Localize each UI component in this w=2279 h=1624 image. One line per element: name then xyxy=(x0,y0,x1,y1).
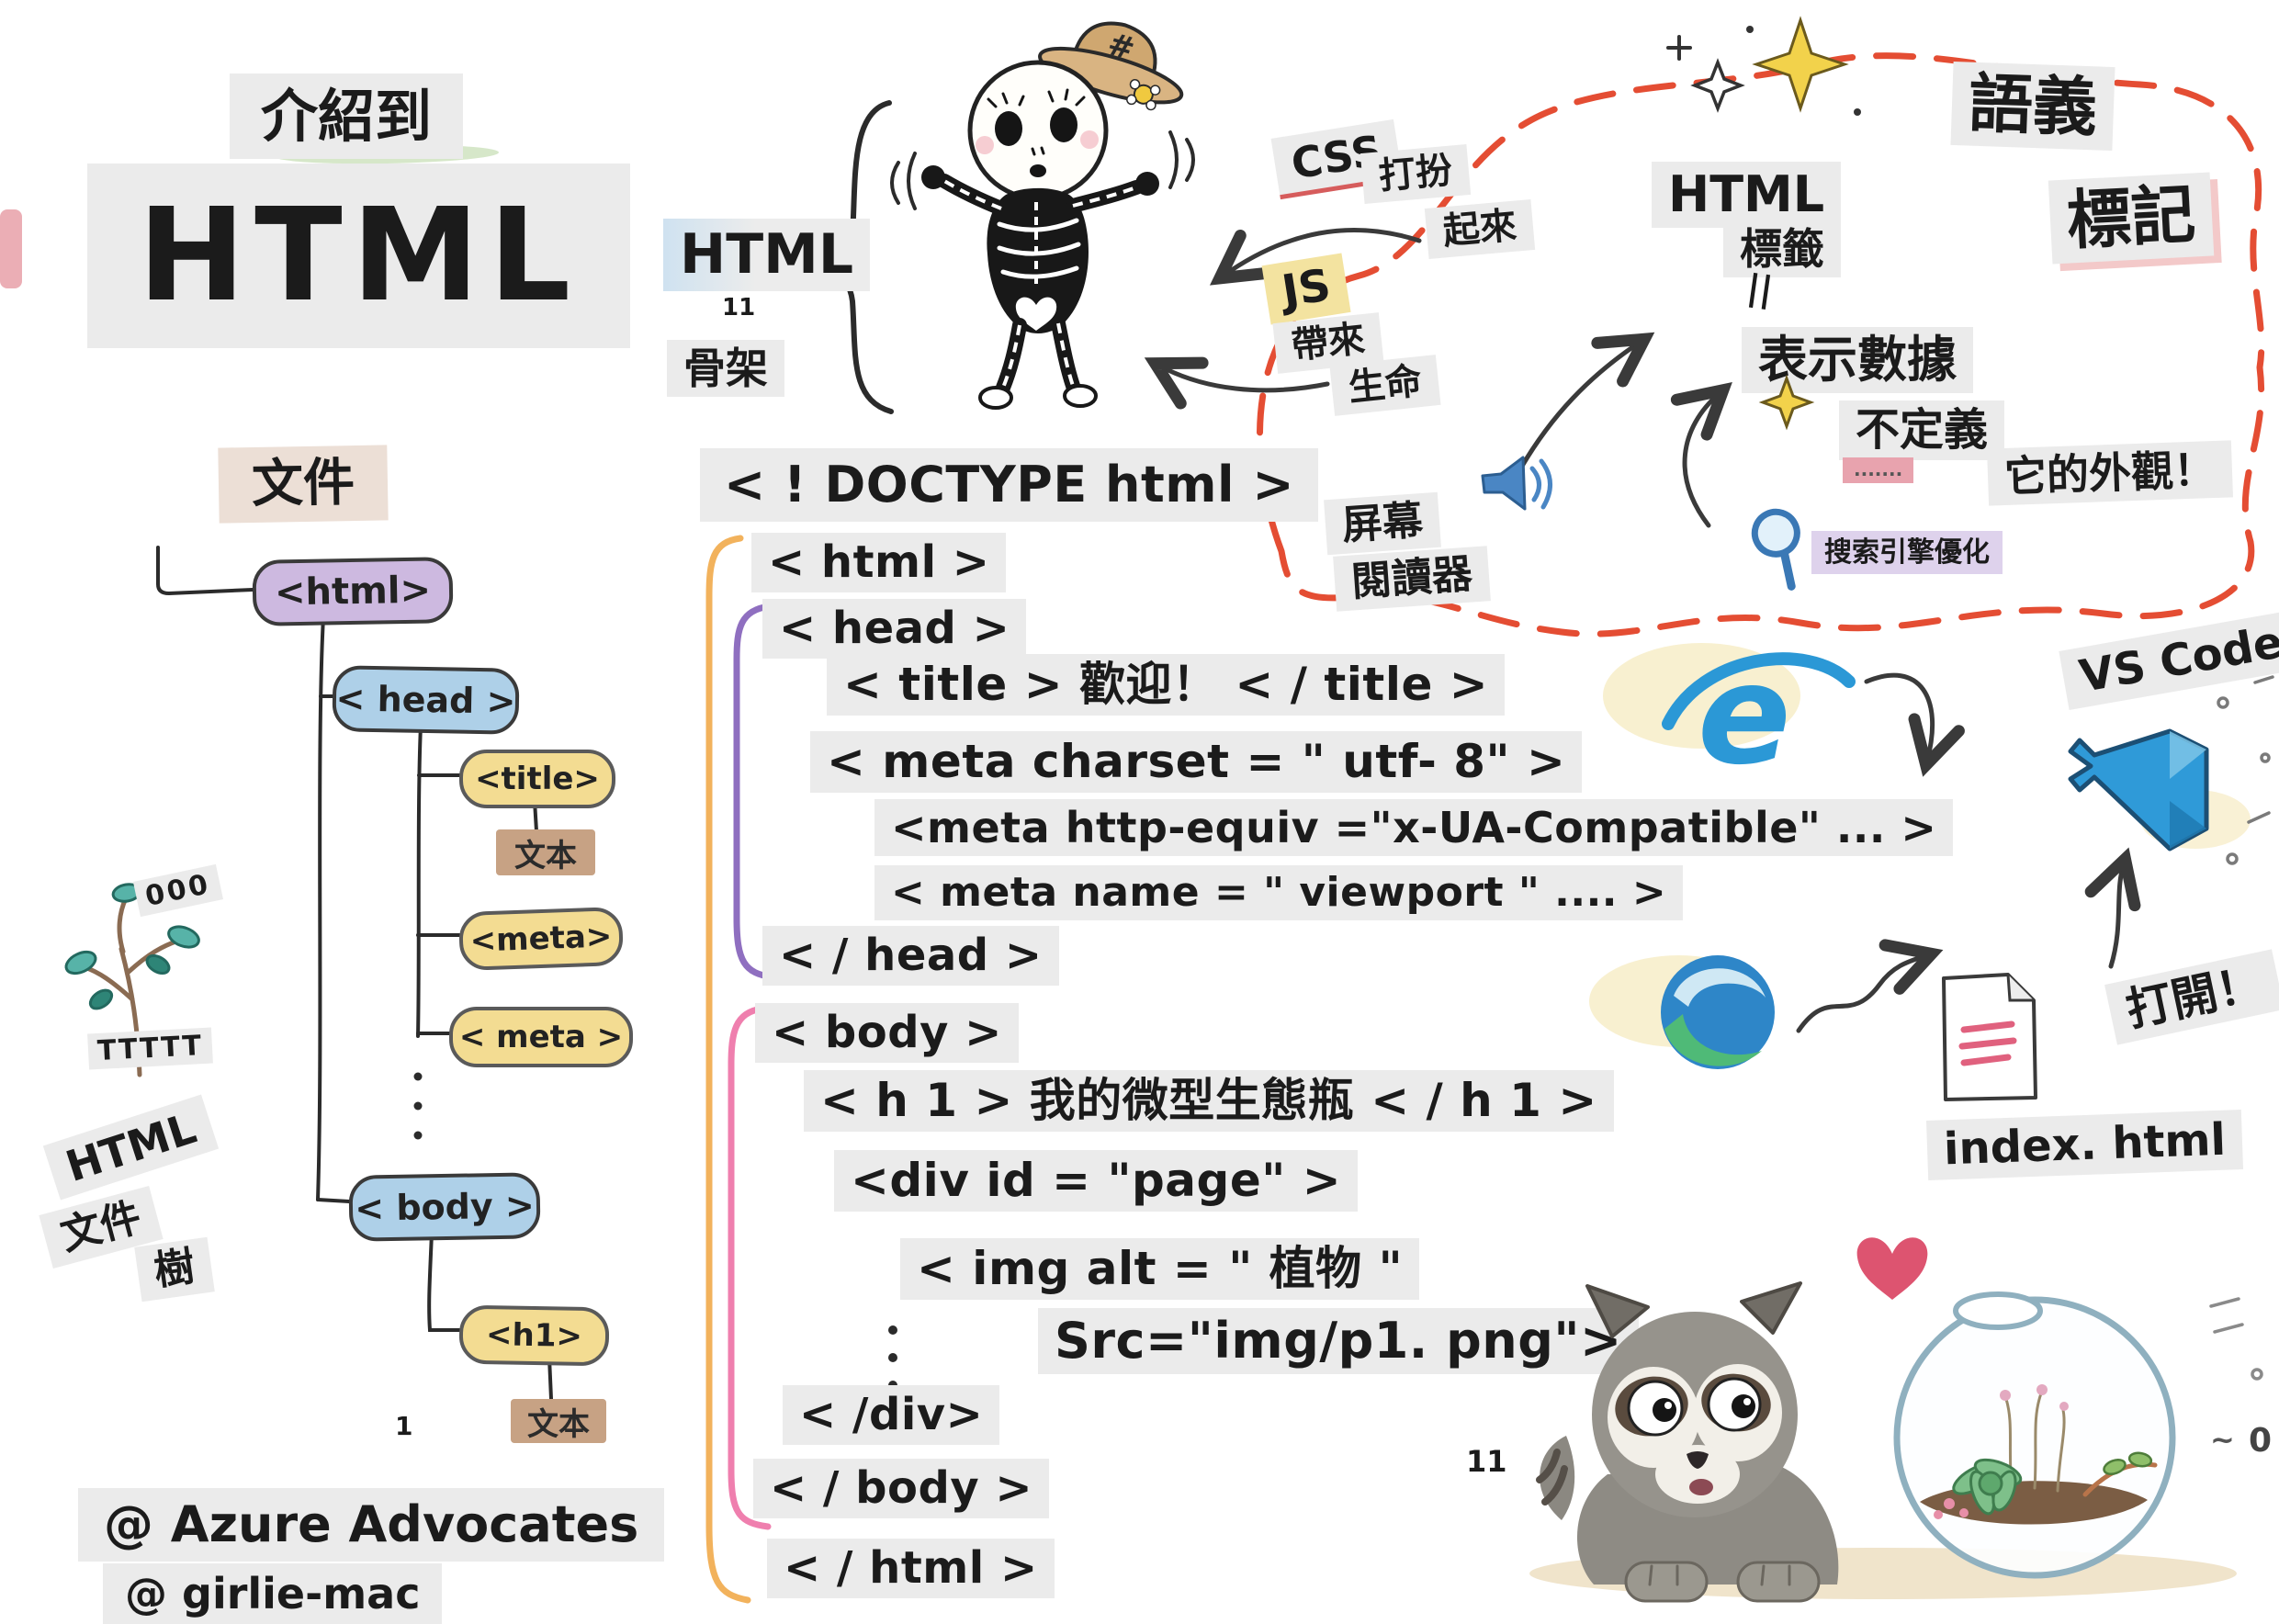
credit-girlie-mac: @ girlie-mac xyxy=(103,1563,443,1624)
code-line: < title > 歡迎！ < / title > xyxy=(827,654,1506,716)
css-word2: 起來 xyxy=(1424,199,1536,260)
semantic-outline xyxy=(1257,52,2265,637)
code-line: <div id = "page" > xyxy=(834,1150,1359,1212)
represents-data-label: 表示數據 xyxy=(1742,327,1973,393)
tree-connectors xyxy=(156,546,553,1401)
sparkle-marks xyxy=(2217,675,2274,865)
vscode-icon xyxy=(2068,728,2209,851)
semantic-tag-label: 標籤 xyxy=(1723,220,1841,278)
ellipsis-dots-tree xyxy=(413,1072,423,1140)
code-line: < head > xyxy=(762,599,1027,659)
paint-smudge xyxy=(0,209,22,288)
tree-node-head: < head > xyxy=(332,665,520,735)
skeleton-bone-label: 骨架 xyxy=(667,340,784,398)
seo-label: 搜索引擎優化 xyxy=(1811,531,2003,575)
stray-tilde: ~ xyxy=(2210,1422,2235,1457)
code-line: < html > xyxy=(751,533,1007,592)
raccoon-terrarium-illustration xyxy=(1529,1237,2237,1603)
filename-label: index. html xyxy=(1925,1110,2244,1180)
heart-icon xyxy=(1856,1237,1928,1300)
html-scope-bracket xyxy=(705,535,751,1604)
code-line: Src="img/p1. png"> xyxy=(1038,1308,1639,1374)
star-icon xyxy=(1758,374,1815,431)
sparkle-marks xyxy=(2209,1297,2263,1381)
arrow-file-to-vscode xyxy=(2084,847,2141,969)
terrarium xyxy=(1893,1291,2176,1579)
tree-stray-number: 1 xyxy=(395,1411,413,1441)
code-line: < / head > xyxy=(762,926,1059,986)
speaker-icon xyxy=(1481,456,1552,511)
raccoon xyxy=(1536,1281,1839,1603)
ellipsis-dots-code xyxy=(888,1325,897,1390)
tree-title: 文件 xyxy=(218,445,389,524)
html-file-icon xyxy=(1942,973,2037,1101)
appearance-label: 它的外觀！ xyxy=(1986,440,2234,506)
tree-node-title: <title> xyxy=(459,750,615,808)
tree-node-body: < body > xyxy=(348,1172,541,1242)
pink-dots-mark: ....... xyxy=(1843,457,1914,483)
tree-node-text2: 文本 xyxy=(511,1399,606,1443)
tree-node-meta1: <meta> xyxy=(457,906,625,972)
js-label: JS xyxy=(1261,253,1351,325)
code-line: <meta http-equiv ="x-UA-Compatible" ... … xyxy=(874,799,1954,857)
code-line: < img alt = " 植物 " xyxy=(900,1238,1420,1300)
skeleton-illustration: # xyxy=(890,21,1195,410)
arrow-css-to-skeleton xyxy=(1209,228,1422,286)
arrow-js-to-skeleton xyxy=(1144,356,1330,410)
tree-node-html: <html> xyxy=(252,557,454,626)
semantic-word2: 標記 xyxy=(2048,172,2215,265)
magnifier-icon xyxy=(1751,508,1800,591)
page-title: HTML xyxy=(87,164,631,349)
tree-caption-tree: 樹 xyxy=(134,1236,215,1303)
screen-label: 屏幕 xyxy=(1324,491,1441,556)
edge-browser-icon xyxy=(1661,955,1775,1069)
body-scope-bracket xyxy=(728,1005,772,1530)
code-doctype: < ! DOCTYPE html > xyxy=(700,448,1319,522)
ie-browser-icon: e xyxy=(1662,636,1856,795)
semantic-word1: 語義 xyxy=(1950,61,2115,151)
reader-label: 閱讀器 xyxy=(1333,546,1491,612)
arrow-magnifier-up xyxy=(1670,381,1732,528)
head-scope-bracket xyxy=(733,603,777,981)
stray-number-11: 11 xyxy=(1466,1444,1507,1479)
arrow-edge-to-vscode xyxy=(1796,939,1944,1033)
code-line: < h 1 > 我的微型生態瓶 < / h 1 > xyxy=(804,1070,1614,1132)
code-line: < body > xyxy=(755,1003,1019,1063)
code-line: < meta charset = " utf- 8" > xyxy=(810,731,1583,793)
plant-marks-bottom: TTTTT xyxy=(87,1027,214,1070)
arrow-speaker-up xyxy=(1515,332,1655,477)
semantic-html-label: HTML xyxy=(1652,162,1842,228)
skeleton-sub-number: 11 xyxy=(722,294,756,321)
stray-number-0: 0 xyxy=(2249,1422,2273,1460)
skeleton-html-label: HTML xyxy=(663,219,871,291)
tree-node-h1: <h1> xyxy=(458,1304,610,1367)
arrows xyxy=(1144,228,2141,1033)
equals-mark: || xyxy=(1744,266,1776,310)
sparkles-illustration xyxy=(1666,16,1861,116)
not-define-label: 不定義 xyxy=(1839,400,2005,460)
code-line: < / body > xyxy=(753,1459,1050,1518)
css-word1: 打扮 xyxy=(1360,144,1472,205)
tree-node-text1: 文本 xyxy=(496,829,595,875)
code-line: < meta name = " viewport " .... > xyxy=(874,865,1684,920)
credit-azure-advocates: @ Azure Advocates xyxy=(78,1488,665,1562)
code-line: < / html > xyxy=(767,1539,1055,1598)
intro-label: 介紹到 xyxy=(230,73,464,160)
arrow-ie-down xyxy=(1864,672,1965,777)
tree-node-meta2: < meta > xyxy=(449,1007,633,1067)
code-line: < /div> xyxy=(783,1385,1000,1445)
